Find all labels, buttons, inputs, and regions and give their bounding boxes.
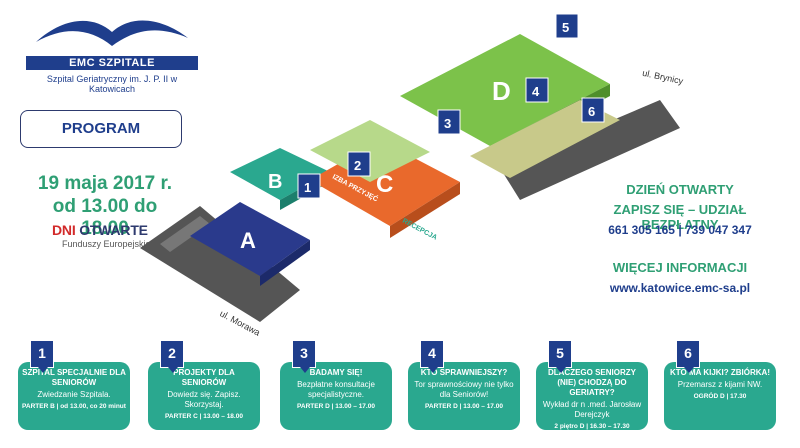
info-title-more: WIĘCEJ INFORMACJI [612, 260, 748, 275]
map-marker-1[interactable]: 1 [297, 173, 321, 199]
svg-text:1: 1 [304, 180, 311, 195]
info-title-signup: ZAPISZ SIĘ – UDZIAŁ BEZPŁATNY [613, 202, 747, 232]
recepcja-label: RECEPCJA [401, 218, 438, 242]
badge-word1: DNI [52, 222, 76, 238]
card-title: DLACZEGO SENIORZY (NIE) CHODZĄ DO GERIAT… [547, 368, 636, 397]
card-title: KTO SPRAWNIEJSZY? [420, 368, 508, 377]
card-title: SZPITAL SPECJALNIE DLA SENIORÓW [22, 368, 126, 387]
card-number: 4 [420, 340, 444, 373]
map-marker-4[interactable]: 4 [525, 77, 549, 103]
card-desc: Zwiedzanie Szpitala. [37, 390, 111, 399]
program-card-5[interactable]: 5 DLACZEGO SENIORZY (NIE) CHODZĄ DO GERI… [536, 340, 648, 430]
card-location: PARTER D | 13.00 – 17.00 [297, 403, 375, 410]
card-title: PROJEKTY DLA SENIORÓW [173, 368, 235, 387]
hospital-map: A B C IZBA PRZYJĘĆ RECEPCJA D 1 2 3 4 5 … [140, 13, 680, 322]
badge-sub: Funduszy Europejskich [62, 239, 156, 249]
card-number: 2 [160, 340, 184, 373]
building-b [230, 148, 330, 200]
event-time: od 13.00 do 18.00 [52, 196, 158, 239]
info-phones[interactable]: 661 305 165 | 739 047 347 [608, 223, 752, 237]
building-b-label: B [268, 171, 282, 193]
card-location: PARTER B | od 13.00, co 20 minut [22, 403, 126, 410]
program-button[interactable]: PROGRAM [20, 110, 182, 148]
card-number: 6 [676, 340, 700, 373]
card-title: KTO MA KIJKI? ZBIÓRKA! [670, 368, 770, 377]
program-card-3[interactable]: 3 BADAMY SIĘ! Bezpłatne konsultacje spec… [280, 340, 392, 430]
svg-text:2: 2 [354, 158, 361, 173]
map-marker-6[interactable]: 6 [581, 97, 605, 123]
building-a-label: A [240, 228, 256, 253]
event-date: 19 maja 2017 r. [37, 173, 173, 194]
svg-text:6: 6 [588, 104, 595, 119]
svg-text:3: 3 [444, 116, 451, 131]
open-days-badge: DNI OTWARTE Funduszy Europejskich [52, 222, 182, 249]
badge-word2: OTWARTE [79, 222, 148, 238]
card-location: 2 piętro D | 16.30 – 17.30 [554, 423, 630, 430]
building-a [190, 202, 310, 276]
program-card-2[interactable]: 2 PROJEKTY DLA SENIORÓW Dowiedz się. Zap… [148, 340, 260, 430]
program-card-4[interactable]: 4 KTO SPRAWNIEJSZY? Tor sprawnościowy ni… [408, 340, 520, 430]
card-number: 5 [548, 340, 572, 373]
map-marker-2[interactable]: 2 [347, 151, 371, 177]
road-brynicy [500, 100, 680, 200]
card-desc: Dowiedz się. Zapisz. Skorzystaj. [167, 390, 241, 409]
card-location: PARTER C | 13.00 – 18.00 [165, 413, 243, 420]
info-url-link[interactable]: www.katowice.emc-sa.pl [609, 281, 751, 295]
logo-name: EMC SZPITALE [26, 56, 198, 70]
card-desc: Bezpłatne konsultacje specjalistyczne. [297, 380, 375, 399]
card-desc: Wykład dr n .med. Jarosław Derejczyk [542, 400, 642, 419]
svg-text:4: 4 [532, 84, 540, 99]
card-number: 3 [292, 340, 316, 373]
card-number: 1 [30, 340, 54, 373]
building-d-label: D [492, 76, 511, 106]
building-c-label: C [376, 171, 393, 198]
svg-text:5: 5 [562, 20, 569, 35]
info-title-open-day: DZIEŃ OTWARTY [626, 182, 734, 197]
card-title: BADAMY SIĘ! [309, 368, 363, 377]
card-desc: Przemarsz z kijami NW. [677, 380, 763, 389]
courtyard [310, 120, 430, 182]
program-card-1[interactable]: 1 SZPITAL SPECJALNIE DLA SENIORÓW Zwiedz… [18, 340, 130, 430]
card-location: OGRÓD D | 17.30 [693, 393, 747, 400]
logo-subtitle: Szpital Geriatryczny im. J. P. II w Kato… [46, 74, 178, 94]
card-desc: Tor sprawnościowy nie tylko dla Seniorów… [414, 380, 514, 399]
map-marker-5[interactable]: 5 [555, 13, 579, 39]
card-location: PARTER D | 13.00 – 17.00 [425, 403, 503, 410]
bird-logo-icon [36, 20, 188, 46]
program-card-6[interactable]: 6 KTO MA KIJKI? ZBIÓRKA! Przemarsz z kij… [664, 340, 776, 430]
map-marker-3[interactable]: 3 [437, 109, 461, 135]
